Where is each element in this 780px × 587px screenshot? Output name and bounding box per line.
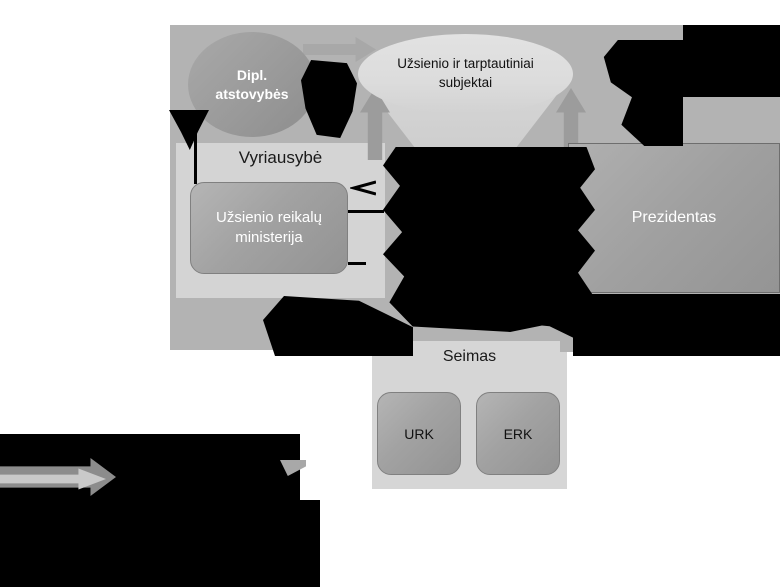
node-foreign-subjects-line2: subjektai <box>438 75 493 90</box>
redaction-region-bottom-right <box>573 294 780 356</box>
node-ministry-of-foreign-affairs: Užsienio reikalų ministerija <box>190 182 348 274</box>
node-foreign-subjects-line1: Užsienio ir tarptautiniai <box>397 56 534 72</box>
node-diplomatic-missions-line1: Dipl. <box>236 66 268 83</box>
connector-ministry-right-2 <box>348 262 366 265</box>
connector-ministry-right-1 <box>348 210 384 213</box>
node-diplomatic-missions: Dipl. atstovybės <box>188 32 316 137</box>
node-foreign-international-subjects: Užsienio ir tarptautiniai subjektai <box>358 34 573 114</box>
seimas-label: Seimas <box>442 348 497 365</box>
node-diplomatic-missions-line2: atstovybės <box>215 85 289 102</box>
legend-redaction-block <box>0 434 300 587</box>
node-erk-committee: ERK <box>476 392 560 475</box>
arrowhead-into-ministry-icon <box>350 180 376 196</box>
node-ministry-line2: ministerija <box>235 229 303 246</box>
redaction-region-corner-top-right <box>683 25 780 97</box>
node-urk-committee: URK <box>377 392 461 475</box>
government-label: Vyriausybė <box>238 148 323 167</box>
node-president: Prezidentas <box>568 143 780 293</box>
node-ministry-line1: Užsienio reikalų <box>216 208 322 226</box>
connector-missions-to-ministry <box>194 110 197 184</box>
legend-redaction-edge <box>300 500 320 587</box>
